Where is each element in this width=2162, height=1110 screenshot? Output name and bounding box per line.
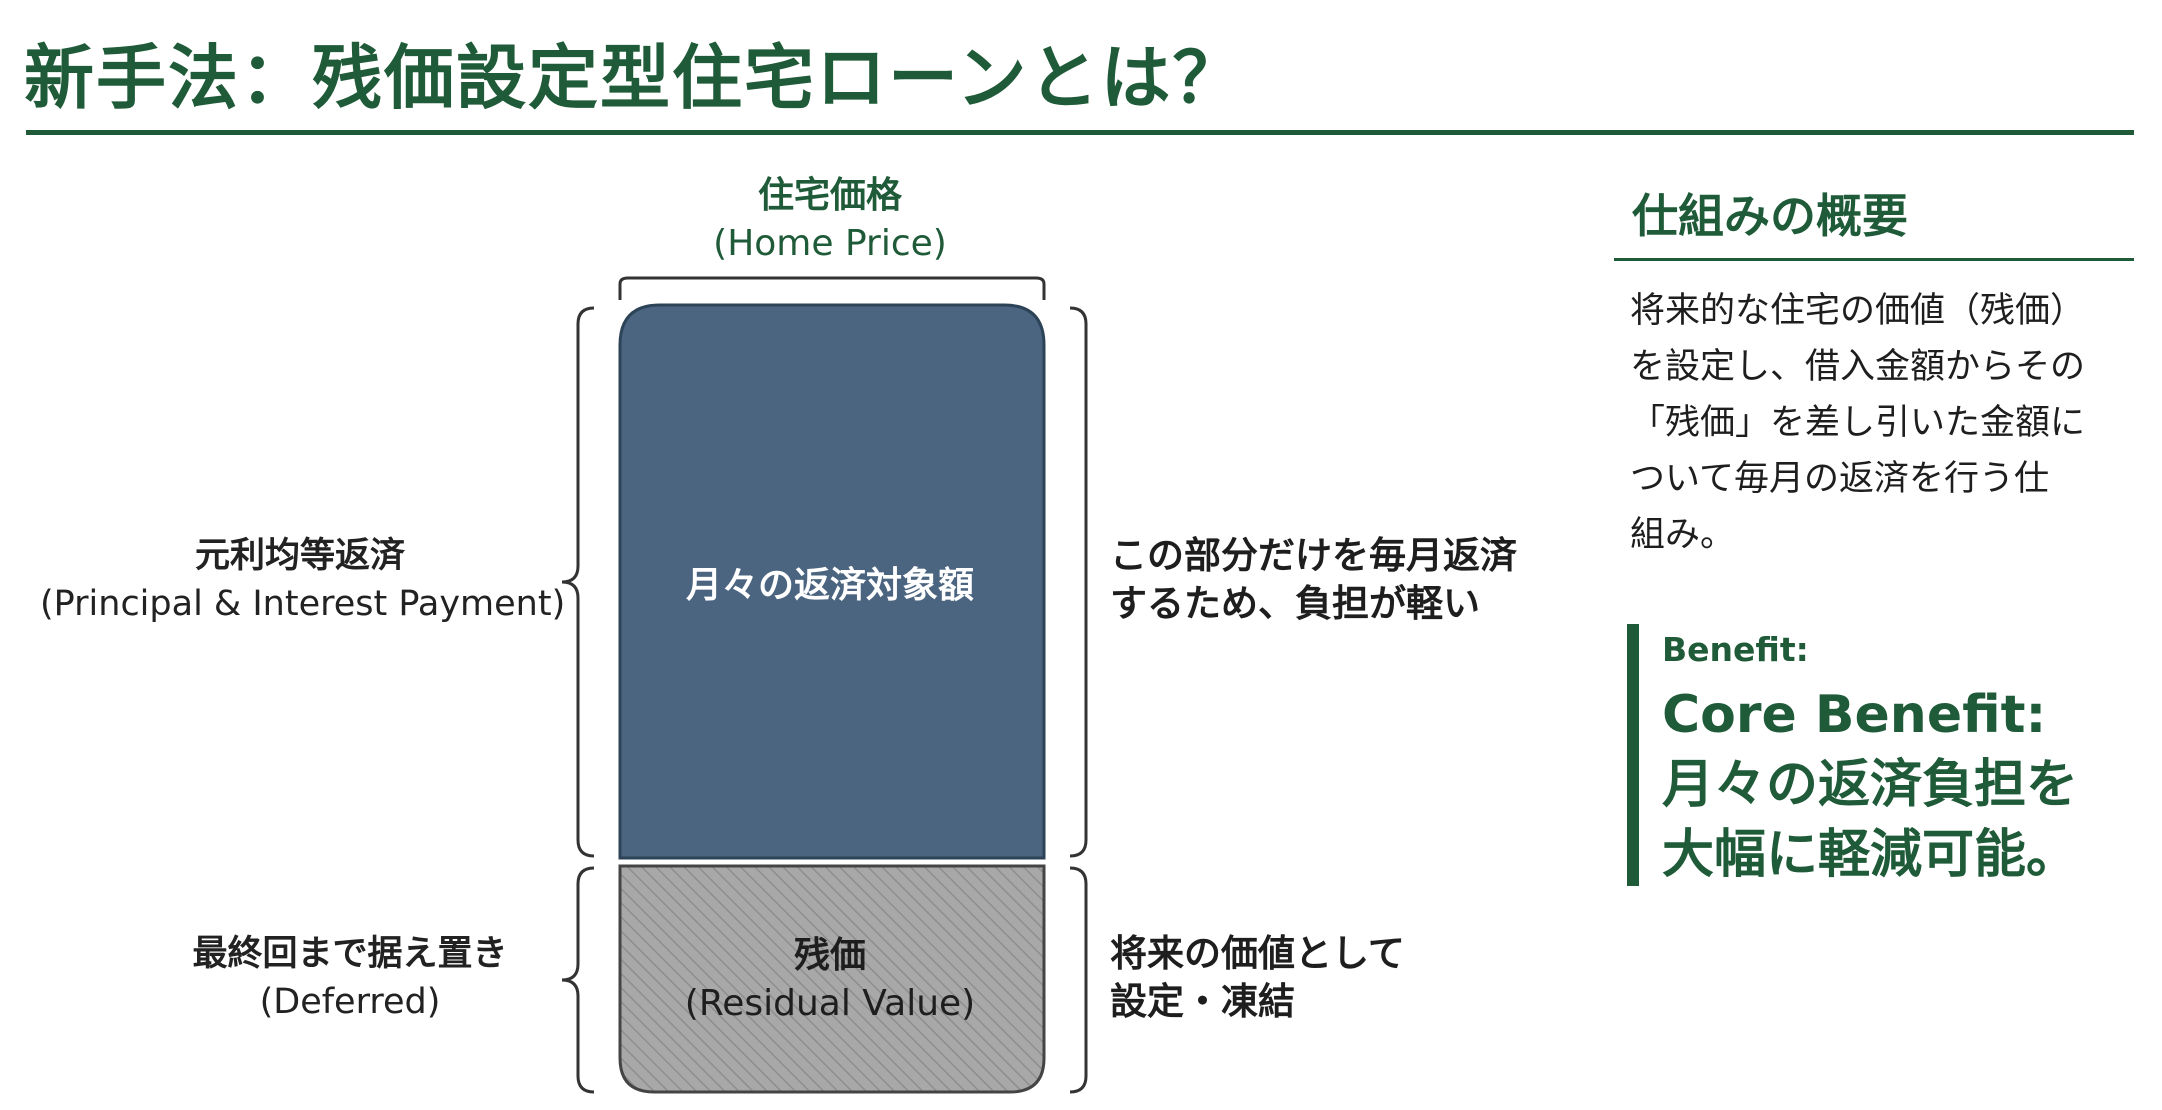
home-price-en: (Home Price) — [713, 223, 947, 264]
overview-heading: 仕組みの概要 — [1632, 189, 1908, 243]
residual-en: (Residual Value) — [684, 983, 976, 1024]
principal-en: (Principal & Interest Payment) — [40, 584, 566, 624]
right-brace-monthly — [1069, 306, 1088, 858]
overview-line: 「残価」を差し引いた金額に — [1630, 403, 2086, 443]
residual-block-label: 残価 (Residual Value) — [620, 932, 1040, 1028]
residual-note-line: 設定・凍結 — [1110, 980, 1295, 1023]
overview-line: ついて毎月の返済を行う仕 — [1630, 459, 2049, 499]
home-price-brace — [618, 276, 1046, 300]
residual-note: 将来の価値として 設定・凍結 — [1110, 930, 1405, 1026]
right-brace-residual — [1069, 866, 1088, 1094]
principal-jp: 元利均等返済 — [194, 536, 405, 576]
overview-divider — [1614, 258, 2134, 261]
residual-value-block — [618, 864, 1046, 1094]
monthly-note: この部分だけを毎月返済 するため、負担が軽い — [1110, 532, 1517, 628]
page-title: 新手法：残価設定型住宅ローンとは？ — [24, 37, 1245, 119]
core-benefit-text: Core Benefit: 月々の返済負担を 大幅に軽減可能。 — [1662, 680, 2078, 890]
benefit-line: 月々の返済負担を — [1662, 755, 2079, 815]
home-price-label: 住宅価格 (Home Price) — [680, 172, 980, 268]
benefit-accent-bar — [1627, 624, 1639, 886]
benefit-line: Core Benefit: — [1662, 685, 2047, 745]
monthly-note-line: この部分だけを毎月返済 — [1110, 534, 1517, 577]
overview-line: 将来的な住宅の価値（残価） — [1630, 291, 2086, 331]
benefit-line: 大幅に軽減可能。 — [1662, 825, 2079, 885]
left-brace-principal — [561, 306, 595, 858]
left-brace-deferred — [561, 866, 595, 1094]
overview-line: 組み。 — [1630, 515, 1736, 555]
benefit-label: Benefit: — [1662, 630, 1809, 669]
principal-payment-label: 元利均等返済 (Principal & Interest Payment) — [40, 532, 566, 628]
overview-description: 将来的な住宅の価値（残価） を設定し、借入金額からその 「残価」を差し引いた金額… — [1630, 283, 2100, 563]
deferred-label: 最終回まで据え置き (Deferred) — [150, 930, 550, 1026]
overview-line: を設定し、借入金額からその — [1630, 347, 2086, 387]
monthly-block-label: 月々の返済対象額 — [685, 565, 974, 606]
title-divider — [26, 130, 2134, 135]
residual-jp: 残価 — [793, 935, 866, 976]
home-price-jp: 住宅価格 — [757, 175, 902, 216]
deferred-jp: 最終回まで据え置き — [192, 934, 508, 974]
monthly-repayment-block — [618, 303, 1046, 860]
residual-note-line: 将来の価値として — [1110, 932, 1405, 975]
monthly-note-line: するため、負担が軽い — [1110, 582, 1480, 625]
deferred-en: (Deferred) — [259, 982, 441, 1022]
